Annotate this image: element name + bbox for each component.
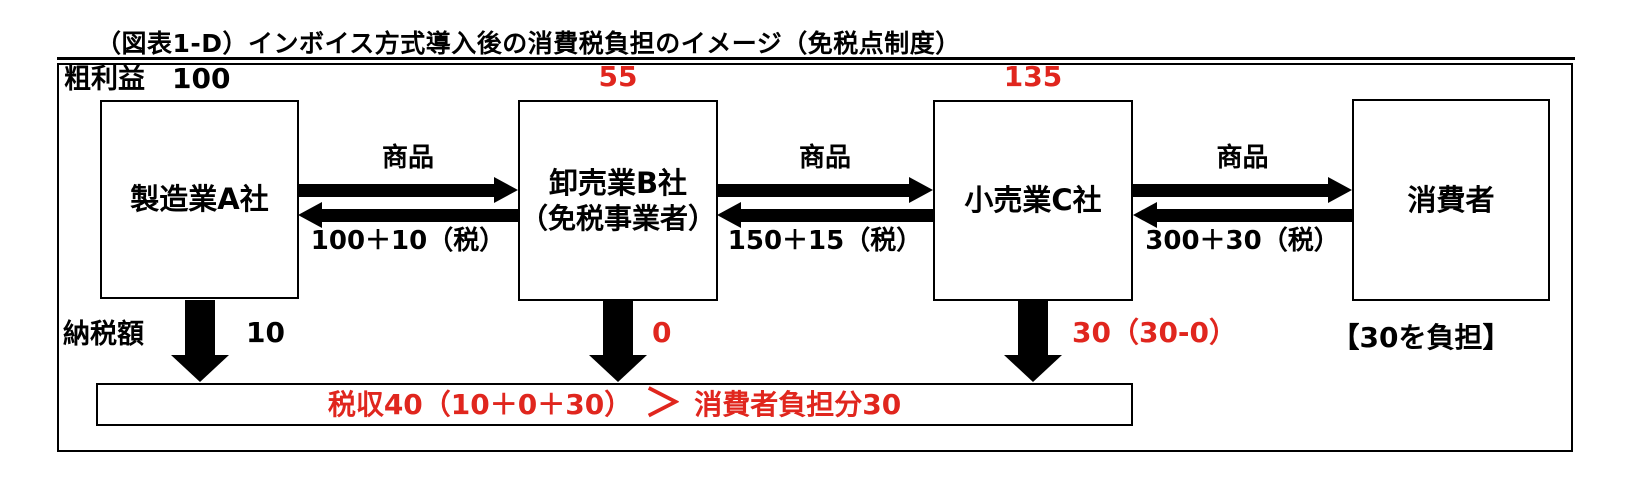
- tax-payment-row-label: 納税額: [63, 319, 144, 350]
- goods-arrow-right-2: [717, 177, 933, 203]
- summary-consumer-burden: 消費者負担分30: [694, 387, 902, 421]
- summary-tax-revenue: 税収40（10＋0＋30）: [327, 387, 633, 421]
- entity-box-consumer: 消費者: [1352, 99, 1550, 301]
- goods-arrow-right-3: [1133, 177, 1352, 203]
- goods-label-1: 商品: [381, 143, 434, 173]
- diagram-frame: [57, 63, 1573, 452]
- payment-arrow-left-2: [717, 202, 933, 228]
- tax-value-retailer: 30（30-0）: [1072, 316, 1238, 349]
- tax-arrow-wholesaler: [589, 300, 647, 382]
- gross-profit-value-c: 135: [1003, 60, 1063, 93]
- payment-arrow-left-1: [298, 202, 518, 228]
- price-label-3: 300＋30（税）: [1145, 226, 1340, 256]
- price-label-1: 100＋10（税）: [310, 226, 506, 256]
- goods-label-2: 商品: [798, 143, 851, 173]
- payment-arrow-left-3: [1133, 202, 1352, 228]
- entity-label-consumer: 消費者: [1407, 182, 1495, 217]
- diagram-title: （図表1-D）インボイス方式導入後の消費税負担のイメージ（免税点制度）: [96, 29, 961, 58]
- goods-label-3: 商品: [1216, 143, 1269, 173]
- tax-arrow-retailer: [1004, 300, 1062, 382]
- tax-value-manufacturer: 10: [246, 316, 285, 349]
- summary-bar: 税収40（10＋0＋30） ＞ 消費者負担分30: [96, 383, 1133, 426]
- goods-arrow-right-1: [298, 177, 518, 203]
- entity-label-manufacturer: 製造業A社: [130, 182, 269, 217]
- gross-profit-value-a: 100: [172, 62, 231, 95]
- consumer-burden-label: 【30を負担】: [1331, 321, 1511, 354]
- entity-box-retailer: 小売業C社: [933, 100, 1133, 301]
- tax-value-wholesaler: 0: [652, 316, 672, 349]
- entity-label-wholesaler: 卸売業B社: [548, 165, 688, 200]
- tax-arrow-manufacturer: [171, 300, 229, 382]
- entity-box-manufacturer: 製造業A社: [100, 100, 299, 299]
- title-underline: [57, 57, 1575, 60]
- entity-label-retailer: 小売業C社: [964, 183, 1102, 218]
- greater-than-symbol: ＞: [644, 380, 683, 425]
- gross-profit-value-b: 55: [598, 60, 638, 93]
- price-label-2: 150＋15（税）: [727, 226, 923, 256]
- entity-sublabel-wholesaler: （免税事業者）: [520, 202, 717, 236]
- gross-profit-row-label: 粗利益: [64, 64, 145, 95]
- entity-box-wholesaler: 卸売業B社 （免税事業者）: [518, 100, 718, 301]
